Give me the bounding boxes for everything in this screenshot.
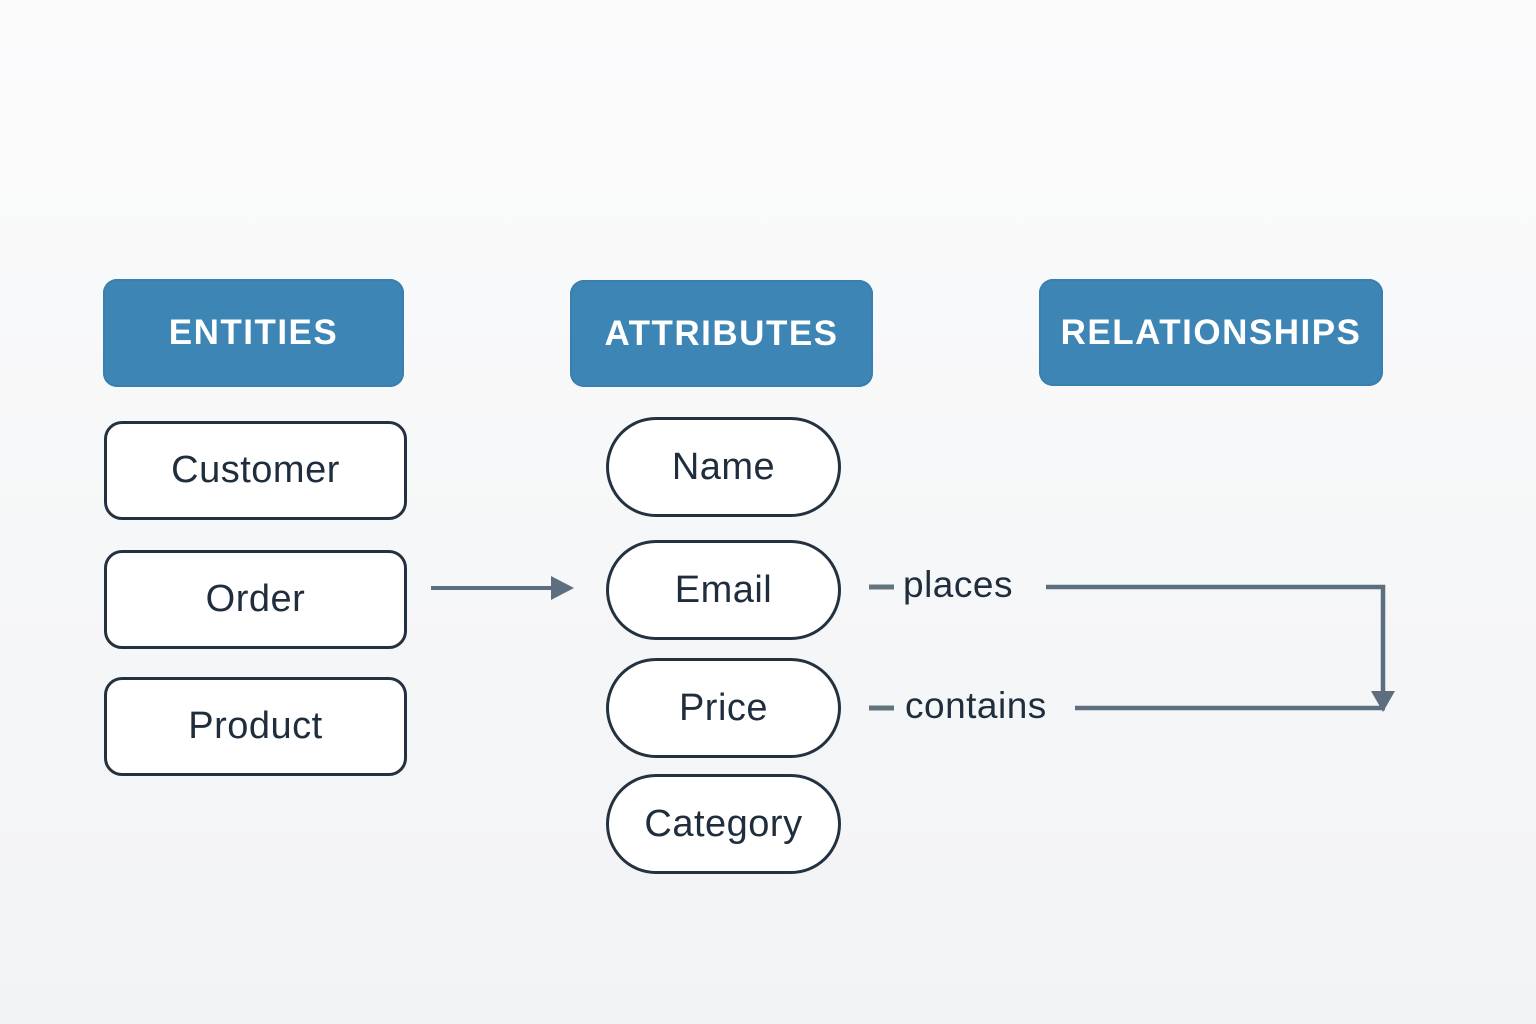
attribute-pill-price: Price [606,658,841,758]
entity-node-product: Product [104,677,407,776]
attribute-pill-name: Name [606,417,841,517]
attribute-pill-email: Email [606,540,841,640]
order-to-email-arrow-icon [431,576,574,600]
attribute-pill-category: Category [606,774,841,874]
entity-node-order: Order [104,550,407,649]
relationship-label-contains: contains [905,685,1047,726]
entity-node-customer: Customer [104,421,407,520]
relationship-label-places: places [903,564,1013,605]
places-elbow-arrow-icon [1046,584,1395,712]
column-header-relationships: RELATIONSHIPS [1039,279,1383,386]
column-header-attributes: ATTRIBUTES [570,280,873,387]
column-header-entities: ENTITIES [103,279,404,387]
